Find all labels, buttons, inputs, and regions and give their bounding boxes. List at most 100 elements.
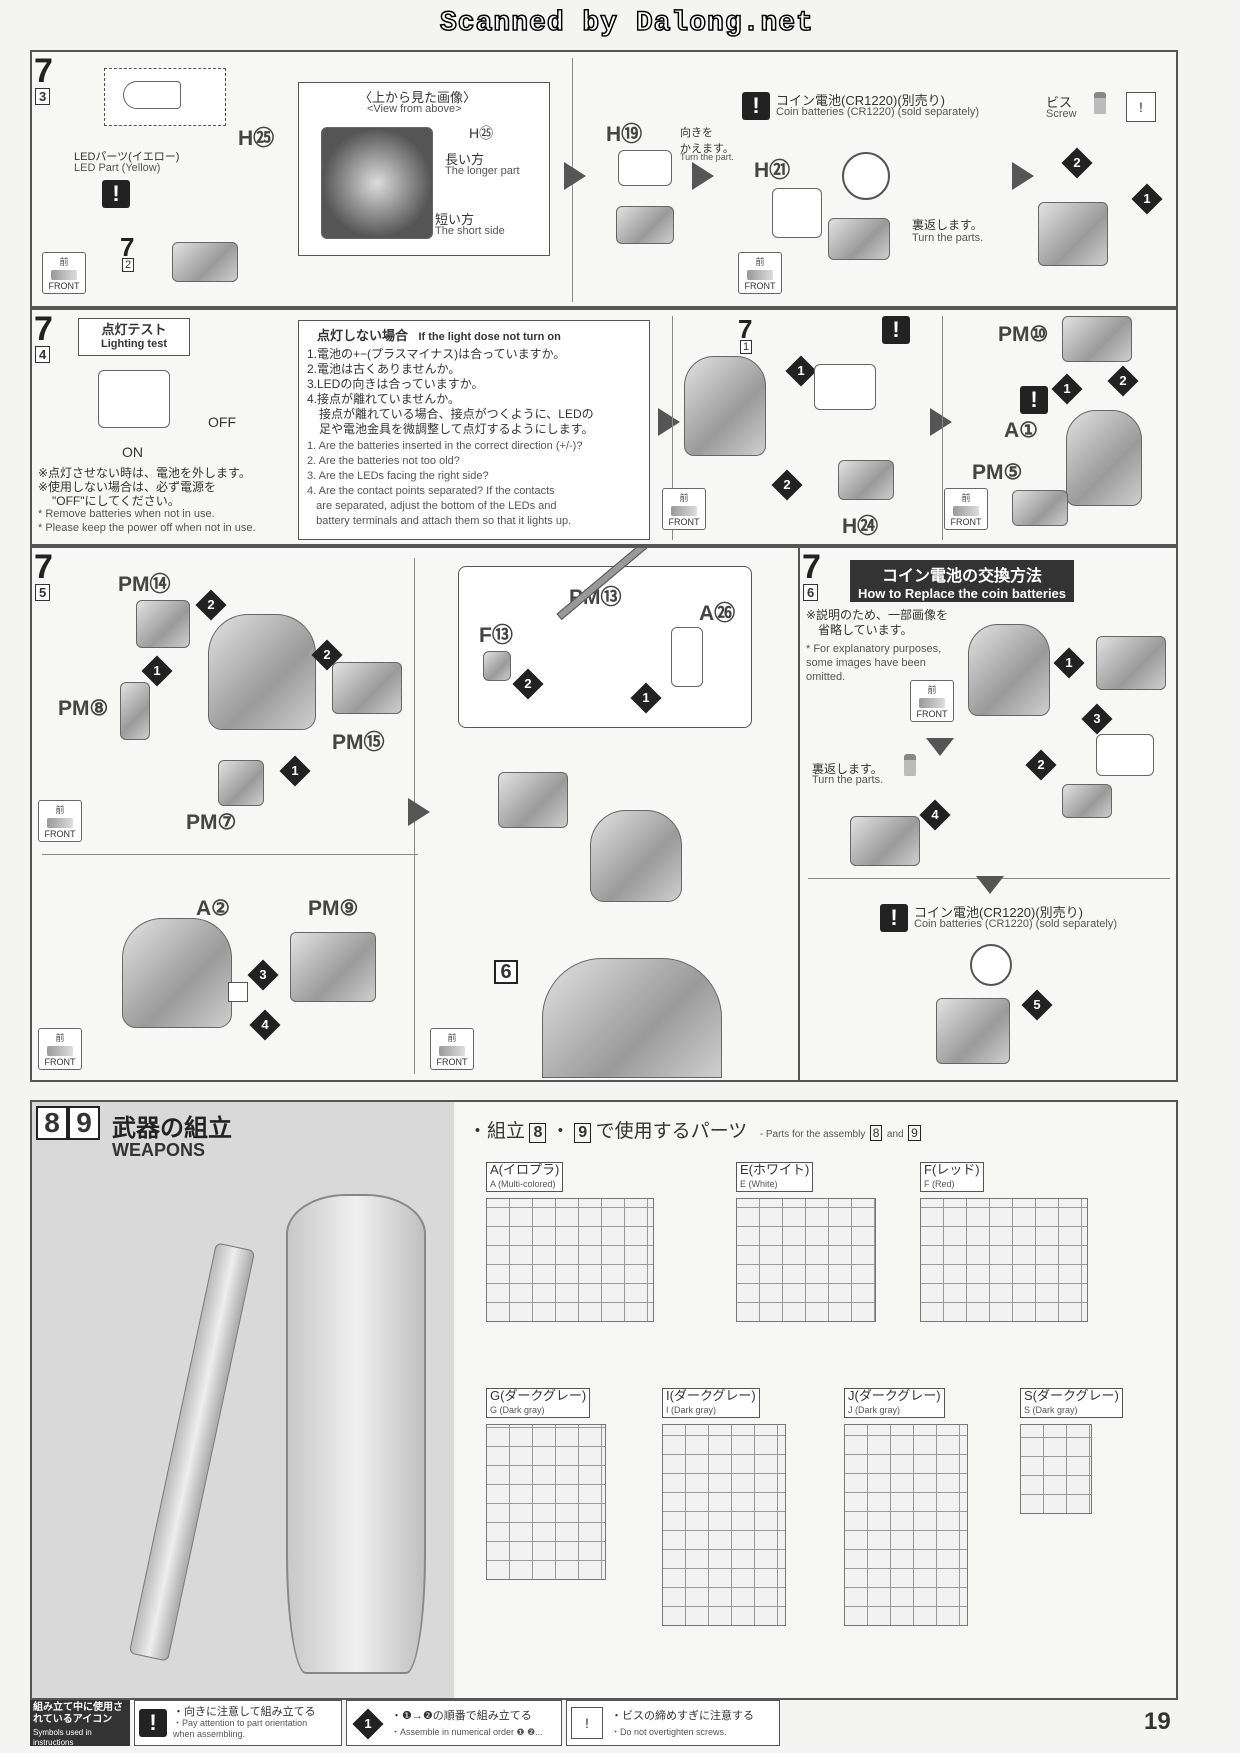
caution-icon: ! xyxy=(139,1709,167,1737)
legend-bar: 組み立て中に使用されているアイコン Symbols used in instru… xyxy=(30,1700,790,1747)
ref-step-number: 7 xyxy=(120,232,135,262)
f13-part-image xyxy=(483,651,511,681)
part-pm8: PM⑧ xyxy=(58,697,109,720)
step-sub-number: 6 xyxy=(803,584,819,601)
remove-battery-note-jp: ※点灯させない時は、電池を外します。 xyxy=(38,466,251,480)
runner-g-label: G(ダークグレー)G (Dark gray) xyxy=(486,1388,591,1418)
screw-label-en: Screw xyxy=(1046,108,1077,120)
battery-box-image xyxy=(814,364,876,410)
part-h21: H㉑ xyxy=(754,159,791,182)
turn-label-jp: 向きを かえます。 xyxy=(680,127,734,155)
switch-on-label: ON xyxy=(122,444,143,460)
ref-step-sub: 2 xyxy=(122,258,135,272)
runner-a-label: A(イロプラ)A (Multi-colored) xyxy=(486,1162,564,1192)
watermark: Scanned by Dalong.net xyxy=(439,7,814,40)
pm10-part-image xyxy=(1062,316,1132,362)
next-arrow xyxy=(408,798,430,826)
head-image xyxy=(684,356,766,456)
step-marker-3: 3 xyxy=(1081,703,1113,735)
step-sub-number: 3 xyxy=(35,88,51,105)
step-number: 7 xyxy=(34,52,53,90)
omit-note-en: * For explanatory purposes, some images … xyxy=(806,643,942,683)
part-pm10: PM⑩ xyxy=(998,323,1049,346)
step-number: 7 xyxy=(802,548,821,586)
head-image xyxy=(122,918,232,1028)
part-a2: A② xyxy=(196,897,230,920)
h24-part-image xyxy=(838,460,894,500)
step-marker-1: 1 xyxy=(279,755,311,787)
step-number: 7 xyxy=(34,548,53,586)
part-pm5: PM⑤ xyxy=(972,461,1023,484)
next-arrow xyxy=(1012,162,1034,190)
battery-box-image xyxy=(828,218,890,260)
head-image xyxy=(1066,410,1142,506)
part-pm15: PM⑮ xyxy=(332,731,385,754)
step-7-4-panel: 7 4 点灯テスト Lighting test OFF ON ※点灯させない時は… xyxy=(30,308,1178,546)
coin-battery-image xyxy=(842,152,890,200)
coin-battery-jp: コイン電池(CR1220)(別売り) xyxy=(914,905,1084,920)
switch-off-label: OFF xyxy=(208,414,236,430)
turn-label-en: Turn the part. xyxy=(680,152,734,162)
led-label-jp: LEDパーツ(イエロー) xyxy=(74,151,180,163)
assembled-box-image xyxy=(1038,202,1108,266)
part-h24: H㉔ xyxy=(842,515,879,538)
h25-label: H㉕ xyxy=(469,125,494,141)
step-marker-2: 2 xyxy=(1107,365,1139,397)
step-marker-2: 2 xyxy=(512,668,544,700)
head-base-image xyxy=(616,206,674,244)
remove-battery-note-en: * Remove batteries when not in use. xyxy=(38,508,215,520)
part-pm7: PM⑦ xyxy=(186,811,237,834)
step-marker-1: 1 xyxy=(630,682,662,714)
part-h25: H㉕ xyxy=(238,127,275,150)
weapons-panel: 8 9 武器の組立 WEAPONS ・組立 8 ・ 9 で使用するパーツ - P… xyxy=(30,1100,1178,1700)
step-6-ref: 6 xyxy=(494,960,518,984)
step-marker-2: 2 xyxy=(1025,749,1057,781)
shield-image xyxy=(286,1194,426,1674)
flip-label-jp: 裏返します。 xyxy=(912,218,983,232)
lower-cover-image xyxy=(1062,784,1112,818)
longer-label-en: The longer part xyxy=(445,165,520,177)
trouble-title-jp: 点灯しない場合 xyxy=(317,328,409,343)
caution-icon: ! xyxy=(1020,386,1048,414)
antenna-assembled-image xyxy=(498,772,568,828)
step-number-9: 9 xyxy=(68,1106,100,1140)
trouble-list-en: 1. Are the batteries inserted in the cor… xyxy=(307,440,583,527)
part-f13: F⑬ xyxy=(479,624,513,647)
short-label-jp: 短い方 xyxy=(435,212,475,227)
led-top-view-image xyxy=(321,127,433,239)
step-marker-5: 5 xyxy=(1021,989,1053,1021)
next-arrow xyxy=(930,408,952,436)
runner-s-image xyxy=(1020,1424,1092,1514)
divider xyxy=(42,854,418,855)
step-marker-3: 3 xyxy=(247,959,279,991)
step-marker-1: 1 xyxy=(1053,647,1085,679)
part-a1: A① xyxy=(1004,419,1038,442)
legend-caution: ! ・向きに注意して組み立てる ・Pay attention to part o… xyxy=(134,1700,342,1746)
torso-image xyxy=(542,958,722,1078)
step-sub-number: 5 xyxy=(35,584,51,601)
caution-icon: ! xyxy=(102,180,130,208)
view-title-jp: 〈上から見た画像〉 xyxy=(359,90,477,105)
caution-icon: ! xyxy=(882,316,910,344)
next-arrow xyxy=(564,162,586,190)
flip-label-en: Turn the parts. xyxy=(812,774,884,786)
runner-j-image xyxy=(844,1424,968,1626)
led-label-en: LED Part (Yellow) xyxy=(74,162,161,174)
coin-battery-en: Coin batteries (CR1220) (sold separately… xyxy=(914,918,1117,930)
step-marker-2: 2 xyxy=(771,469,803,501)
next-arrow xyxy=(658,408,680,436)
legend-title: 組み立て中に使用されているアイコン Symbols used in instru… xyxy=(30,1700,130,1747)
runner-f-image xyxy=(920,1198,1088,1322)
screw-caution-icon: ! xyxy=(1126,92,1156,122)
pm8-part-image xyxy=(120,682,150,740)
step-marker-2: 2 xyxy=(195,589,227,621)
coin-battery-en: Coin batteries (CR1220) (sold separately… xyxy=(776,106,979,118)
power-off-note-en: * Please keep the power off when not in … xyxy=(38,522,256,534)
next-arrow xyxy=(692,162,714,190)
lighting-test-label: 点灯テスト Lighting test xyxy=(78,318,190,356)
runner-i-image xyxy=(662,1424,786,1626)
